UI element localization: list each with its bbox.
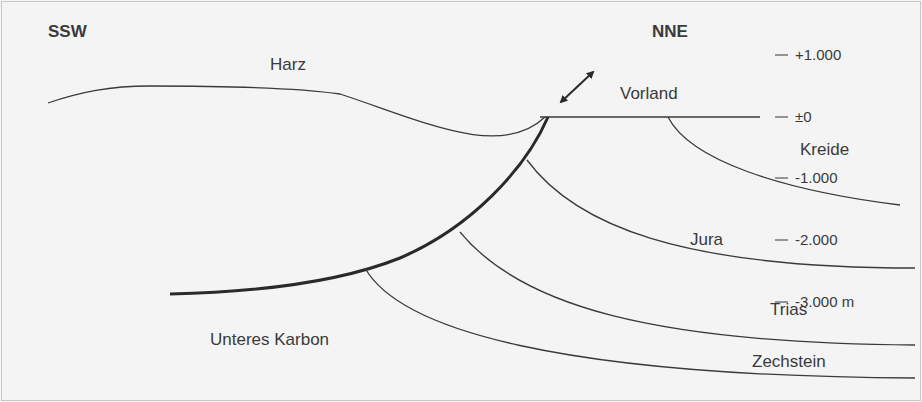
fault-line: [170, 117, 548, 294]
layer-label: Kreide: [800, 140, 849, 160]
region-label: Vorland: [620, 84, 678, 104]
direction-label: SSW: [48, 22, 87, 42]
scale-label: -1.000: [795, 168, 838, 188]
terrain-line: [540, 116, 760, 117]
layer-boundary: [668, 117, 900, 205]
scale-label: -3.000 m: [795, 292, 854, 312]
layer-boundary: [527, 160, 915, 268]
layer-label: Jura: [690, 230, 723, 250]
scale-label: ±0: [795, 107, 812, 127]
scale-label: -2.000: [795, 230, 838, 250]
direction-label: NNE: [652, 22, 688, 42]
layer-label: Zechstein: [752, 352, 826, 372]
layer-boundary: [460, 232, 915, 345]
movement-arrow: [561, 72, 593, 102]
scale-ticks: [775, 55, 788, 302]
terrain-line: [48, 86, 545, 136]
layer-label: Unteres Karbon: [210, 330, 329, 350]
layer-boundary: [365, 268, 915, 378]
scale-label: +1.000: [795, 45, 841, 65]
region-label: Harz: [270, 55, 306, 75]
